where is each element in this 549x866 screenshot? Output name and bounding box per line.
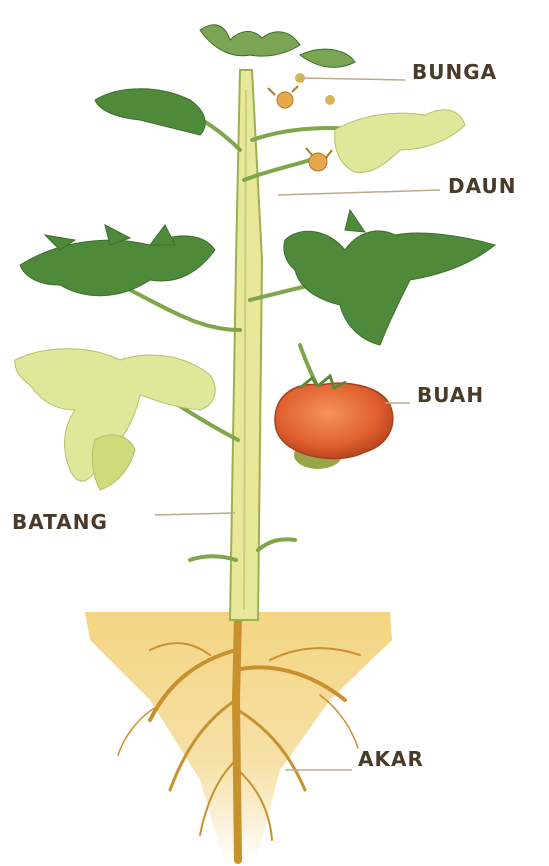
label-buah: BUAH xyxy=(417,383,484,407)
label-akar: AKAR xyxy=(358,747,424,771)
label-bunga: BUNGA xyxy=(412,60,497,84)
tomato-fruit xyxy=(275,376,393,469)
label-daun: DAUN xyxy=(448,174,516,198)
label-batang: BATANG xyxy=(12,510,108,534)
flowers xyxy=(268,73,335,171)
